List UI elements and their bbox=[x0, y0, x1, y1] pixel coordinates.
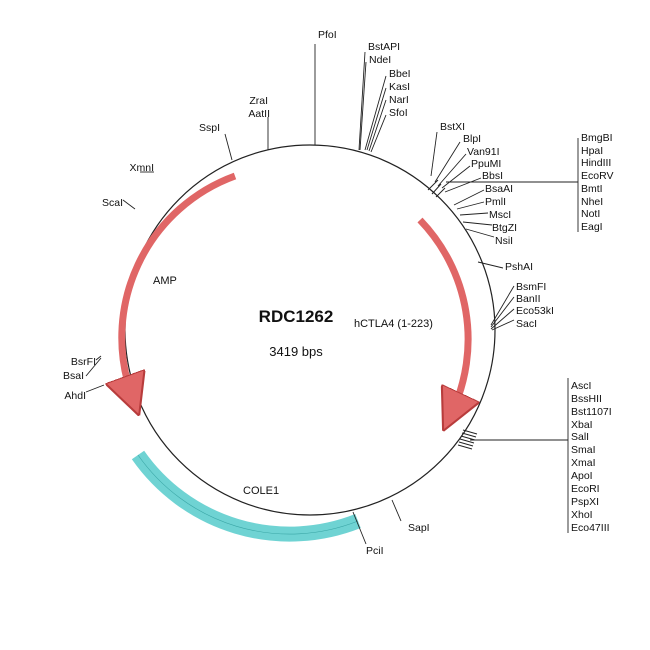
site-label: BanII bbox=[516, 293, 541, 305]
hctla4-label: hCTLA4 (1-223) bbox=[354, 318, 433, 330]
site-label: HpaI bbox=[581, 145, 603, 157]
site-label: ScaI bbox=[102, 197, 123, 209]
plasmid-backbone bbox=[124, 144, 496, 516]
site-label: NdeI bbox=[369, 54, 391, 66]
site-label: SspI bbox=[199, 122, 220, 134]
site-label: AscI bbox=[571, 380, 591, 392]
site-label: Eco53kI bbox=[516, 305, 554, 317]
site-label: XmnI bbox=[129, 162, 154, 174]
site-label: PpuMI bbox=[471, 158, 501, 170]
site-ticks bbox=[427, 179, 478, 450]
hctla4-arrow bbox=[417, 217, 468, 412]
plasmid-size: 3419 bps bbox=[269, 344, 323, 359]
site-label: PmlI bbox=[485, 196, 506, 208]
site-label: Eco47III bbox=[571, 522, 610, 534]
site-label: SmaI bbox=[571, 444, 596, 456]
site-label: MscI bbox=[489, 209, 511, 221]
site-label: SapI bbox=[408, 522, 430, 534]
site-label: SacI bbox=[516, 318, 537, 330]
leader-lines bbox=[85, 44, 579, 545]
site-label: BsaAI bbox=[485, 183, 513, 195]
site-label: PciI bbox=[366, 545, 384, 557]
site-label: BmtI bbox=[581, 183, 603, 195]
site-label: PspXI bbox=[571, 496, 599, 508]
site-label: EagI bbox=[581, 221, 603, 233]
site-label: Bst1107I bbox=[571, 406, 612, 418]
site-label: NotI bbox=[581, 208, 600, 220]
site-label: NarI bbox=[389, 94, 409, 106]
site-label: HindIII bbox=[581, 157, 611, 169]
site-label: SalI bbox=[571, 431, 589, 443]
site-label: XbaI bbox=[571, 419, 593, 431]
site-label: BsmFI bbox=[516, 281, 546, 293]
amp-arrow bbox=[122, 172, 237, 396]
site-label: NheI bbox=[581, 196, 603, 208]
site-label: BtgZI bbox=[492, 222, 517, 234]
site-label: XmaI bbox=[571, 457, 596, 469]
site-label: KasI bbox=[389, 81, 410, 93]
site-label: EcoRI bbox=[571, 483, 600, 495]
cole1-feature-outline bbox=[137, 454, 359, 535]
site-label: NsiI bbox=[495, 235, 513, 247]
site-label: BsaI bbox=[63, 370, 84, 382]
plasmid-name: RDC1262 bbox=[259, 307, 334, 326]
site-label: Van91I bbox=[467, 146, 500, 158]
site-label: EcoRV bbox=[581, 170, 614, 182]
site-label: PshAI bbox=[505, 261, 533, 273]
site-label: SfoI bbox=[389, 107, 408, 119]
site-label: ApoI bbox=[571, 470, 593, 482]
site-label: BstAPI bbox=[368, 41, 400, 53]
site-label: BssHII bbox=[571, 393, 602, 405]
site-label: BbsI bbox=[482, 170, 503, 182]
site-label: BstXI bbox=[440, 121, 465, 133]
site-label: PfoI bbox=[318, 29, 337, 41]
site-label: BsrFI bbox=[71, 356, 96, 368]
site-label: XhoI bbox=[571, 509, 593, 521]
site-label: BmgBI bbox=[581, 132, 613, 144]
site-label: ZraI bbox=[249, 95, 268, 107]
amp-label: AMP bbox=[153, 275, 177, 287]
cole1-label: COLE1 bbox=[243, 485, 279, 497]
site-label: AatII bbox=[248, 108, 270, 120]
site-label: BbeI bbox=[389, 68, 411, 80]
site-label: AhdI bbox=[64, 390, 86, 402]
site-label: BlpI bbox=[463, 133, 481, 145]
